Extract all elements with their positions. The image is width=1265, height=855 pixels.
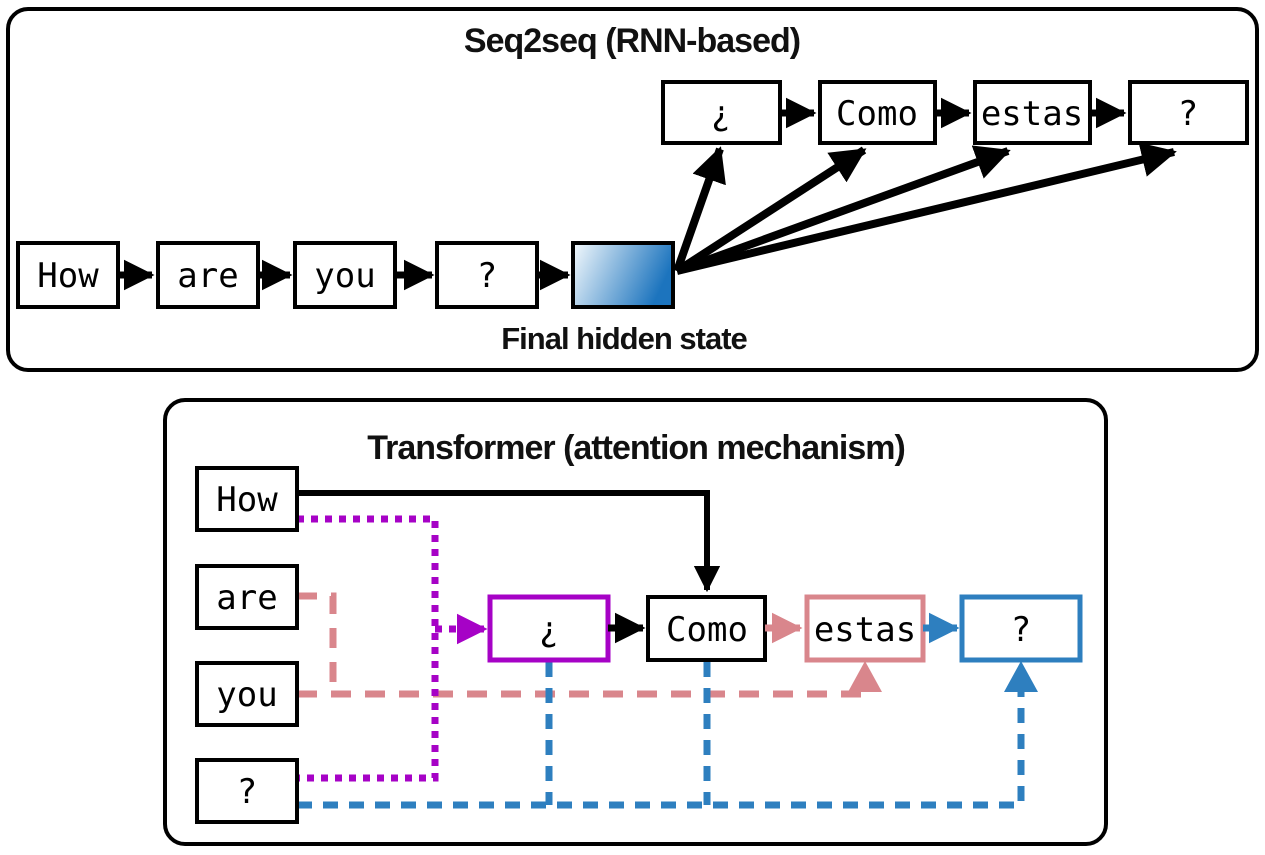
output-label-question: ?: [1011, 610, 1031, 650]
input-box-question: [195, 758, 299, 824]
encoder-label-you: you: [314, 256, 375, 296]
output-label-inverted-question: ¿: [539, 610, 559, 650]
input-box-you: [195, 661, 299, 727]
final-hidden-state-box: [571, 241, 675, 309]
input-box-are: [195, 564, 299, 630]
input-label-how: How: [216, 480, 278, 520]
fan-arrow-to-estas: [675, 145, 1011, 275]
decoder-label-estas: estas: [981, 94, 1083, 134]
seq2seq-panel: Seq2seq (RNN-based) How are you ? Final …: [6, 7, 1259, 372]
fan-arrow-to-question: [676, 142, 1177, 275]
input-label-are: are: [216, 578, 277, 618]
seq2seq-title: Seq2seq (RNN-based): [464, 22, 800, 60]
encoder-label-question: ?: [477, 256, 497, 296]
blue-path-from-question-input: [297, 691, 1025, 809]
input-box-how: [195, 466, 299, 532]
encoder-box-are: [156, 241, 260, 309]
decoder-label-como: Como: [836, 94, 918, 134]
transformer-panel: Transformer (attention mechanism) How ar…: [163, 398, 1108, 846]
input-label-you: you: [216, 675, 277, 715]
encoder-label-are: are: [177, 256, 238, 296]
attention-path-blue: [297, 662, 1025, 809]
transformer-input-column: How are you ?: [195, 466, 299, 824]
decoder-box-como: [818, 80, 937, 145]
output-label-estas: estas: [814, 610, 916, 650]
decoder-box-estas: [973, 80, 1092, 145]
output-box-estas: [804, 594, 926, 663]
attention-path-pink: [297, 592, 865, 698]
blue-up-arrowhead-into-question: [1004, 661, 1038, 692]
pink-up-arrowhead-into-estas: [848, 661, 882, 692]
transformer-output-row: ¿ Como estas ?: [487, 594, 1083, 663]
seq2seq-decoder-row: ¿ Como estas ?: [661, 80, 1249, 145]
transformer-title: Transformer (attention mechanism): [367, 429, 905, 467]
encoder-label-how: How: [37, 256, 99, 296]
input-label-question: ?: [237, 772, 257, 812]
fan-arrow-to-como: [674, 146, 867, 275]
decoder-box-question: [1128, 80, 1249, 145]
fan-arrow-to-inverted-question: [673, 146, 726, 273]
output-box-question: [959, 594, 1083, 663]
pink-path-from-are: [297, 592, 337, 694]
attention-path-purple: [297, 515, 488, 782]
seq2seq-panel-border: [6, 7, 1259, 372]
seq2seq-encoder-row: How are you ? Final hidden state: [16, 241, 749, 356]
decoder-label-question: ?: [1178, 94, 1198, 134]
encoder-box-how: [16, 241, 120, 309]
hidden-state-fan-arrows: [673, 142, 1177, 275]
output-label-como: Como: [666, 610, 748, 650]
purple-path-how-and-question: [297, 515, 439, 782]
final-hidden-state-label: Final hidden state: [501, 321, 747, 356]
decoder-label-inverted-question: ¿: [711, 94, 731, 134]
black-path-how-to-como: [297, 490, 721, 593]
